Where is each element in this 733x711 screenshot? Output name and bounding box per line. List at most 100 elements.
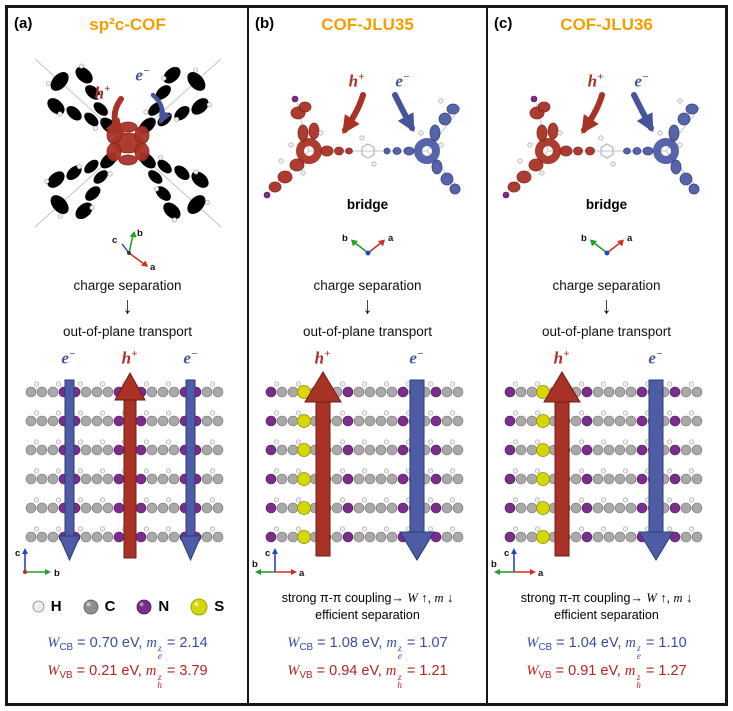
coupling-note-line2: efficient separation [315,607,420,622]
legend-item-sulfur: S [189,597,224,617]
svg-text:b: b [252,559,258,570]
panel-a-tag: (a) [14,15,33,32]
hole-up-arrow [542,371,581,557]
axis-indicator-bottom-c: c b a [491,548,544,579]
step-out-of-plane-transport: out-of-plane transport [541,324,672,339]
molecular-layers [265,381,463,544]
panel-c-title: COF-JLU36 [560,15,653,34]
coupling-note-line1: strong π-π coupling→ W ↑, m ↓ [520,590,693,605]
step-charge-separation: charge separation [313,278,422,293]
hole-label: h+ [553,348,570,368]
svg-text:c: c [15,548,20,559]
coupling-note: strong π-π coupling→ W ↑, m ↓ efficient … [521,590,693,624]
panel-b-tag: (b) [255,15,275,32]
legend-item-carbon: C [82,598,115,616]
atom-legend: H C N S [31,590,224,624]
electron-down-arrow-left [57,379,81,562]
legend-item-hydrogen: H [31,598,62,615]
carbon-sphere-icon [83,599,98,615]
electron-label: e− [395,71,410,91]
coupling-note-line1: strong π-π coupling→ W ↑, m ↓ [281,590,454,605]
electron-transfer-arrow [150,92,171,125]
down-arrow-icon: ↓ [122,293,133,320]
svg-text:c: c [265,548,270,559]
step-out-of-plane-transport: out-of-plane transport [62,324,193,339]
electron-transfer-arrow [391,92,415,133]
electron-down-arrow [398,379,435,561]
hole-transfer-arrow [580,92,605,134]
svg-text:a: a [538,568,544,579]
svg-text:a: a [627,233,633,244]
electron-down-arrow [637,379,674,561]
step-charge-separation: charge separation [552,278,661,293]
molecule-isosurface-c: b a [502,92,700,256]
panel-c-tag: (c) [494,15,513,32]
hole-label: h+ [314,348,331,368]
figure: (a) sp²c-COF [5,5,728,706]
hole-transfer-arrow [341,92,366,134]
bridge-label: bridge [585,197,628,212]
svg-text:b: b [342,233,348,244]
electron-transfer-arrow [630,92,654,133]
svg-text:a: a [388,233,394,244]
hole-label: h+ [94,83,111,103]
svg-text:c: c [504,548,509,559]
svg-text:b: b [581,233,587,244]
hole-isosurface-donor [268,101,353,193]
hole-up-arrow [303,371,342,557]
panel-a-transport-figure: c b e− h+ e− [11,346,245,586]
bridge-ring [599,143,614,159]
down-arrow-icon: ↓ [601,293,612,320]
electron-label: e− [634,71,649,91]
hole-up-arrow-center [113,371,146,559]
electron-label: e− [135,65,150,85]
bridge-ring [360,143,375,159]
legend-item-nitrogen: N [135,598,169,616]
electron-label: e− [648,348,663,368]
step-charge-separation: charge separation [73,278,182,293]
panel-a-title: sp²c-COF [89,15,166,34]
stacked-layers-c: c b a [491,371,702,579]
coupling-note-line2: efficient separation [554,607,659,622]
electron-label: e− [61,348,76,368]
hydrogen-sphere-icon [32,600,45,613]
bridge-label: bridge [346,197,389,212]
electron-isosurface-acceptor [622,103,699,195]
panel-b: (b) COF-JLU35 [247,8,486,703]
svg-text:a: a [299,568,305,579]
down-arrow-icon: ↓ [362,293,373,320]
hole-isosurface-center [106,121,149,166]
electron-isosurface-acceptor [383,103,460,195]
axis-indicator-top-b: b a [342,233,394,256]
svg-text:a: a [150,262,156,271]
axis-indicator-bottom-a: c b [15,548,60,579]
molecule-isosurface-a: b a c [33,54,222,271]
electron-label: e− [409,348,424,368]
step-out-of-plane-transport: out-of-plane transport [302,324,433,339]
svg-text:b: b [491,559,497,570]
axis-indicator-top-a: b a c [112,228,156,271]
svg-text:b: b [54,568,60,579]
hole-label: h+ [121,348,138,368]
panel-b-title: COF-JLU35 [321,15,414,34]
hole-label: h+ [348,71,365,91]
stacked-layers-a: c b [15,371,223,579]
panel-a-isosurface-figure: b a c h+ e− [11,41,245,271]
svg-text:c: c [112,235,117,246]
panel-c-isosurface-figure: b a h+ e− bridge [490,41,724,271]
coupling-note: strong π-π coupling→ W ↑, m ↓ efficient … [282,590,454,624]
hole-transfer-arrow [105,96,124,137]
axis-indicator-bottom-b: c b a [252,548,305,579]
sulfur-sphere-icon [190,598,208,616]
panel-c: (c) COF-JLU36 [486,8,725,703]
panel-c-transport-figure: c b a h+ e− [490,346,724,586]
panel-b-transport-figure: c b a h+ e− [251,346,485,586]
